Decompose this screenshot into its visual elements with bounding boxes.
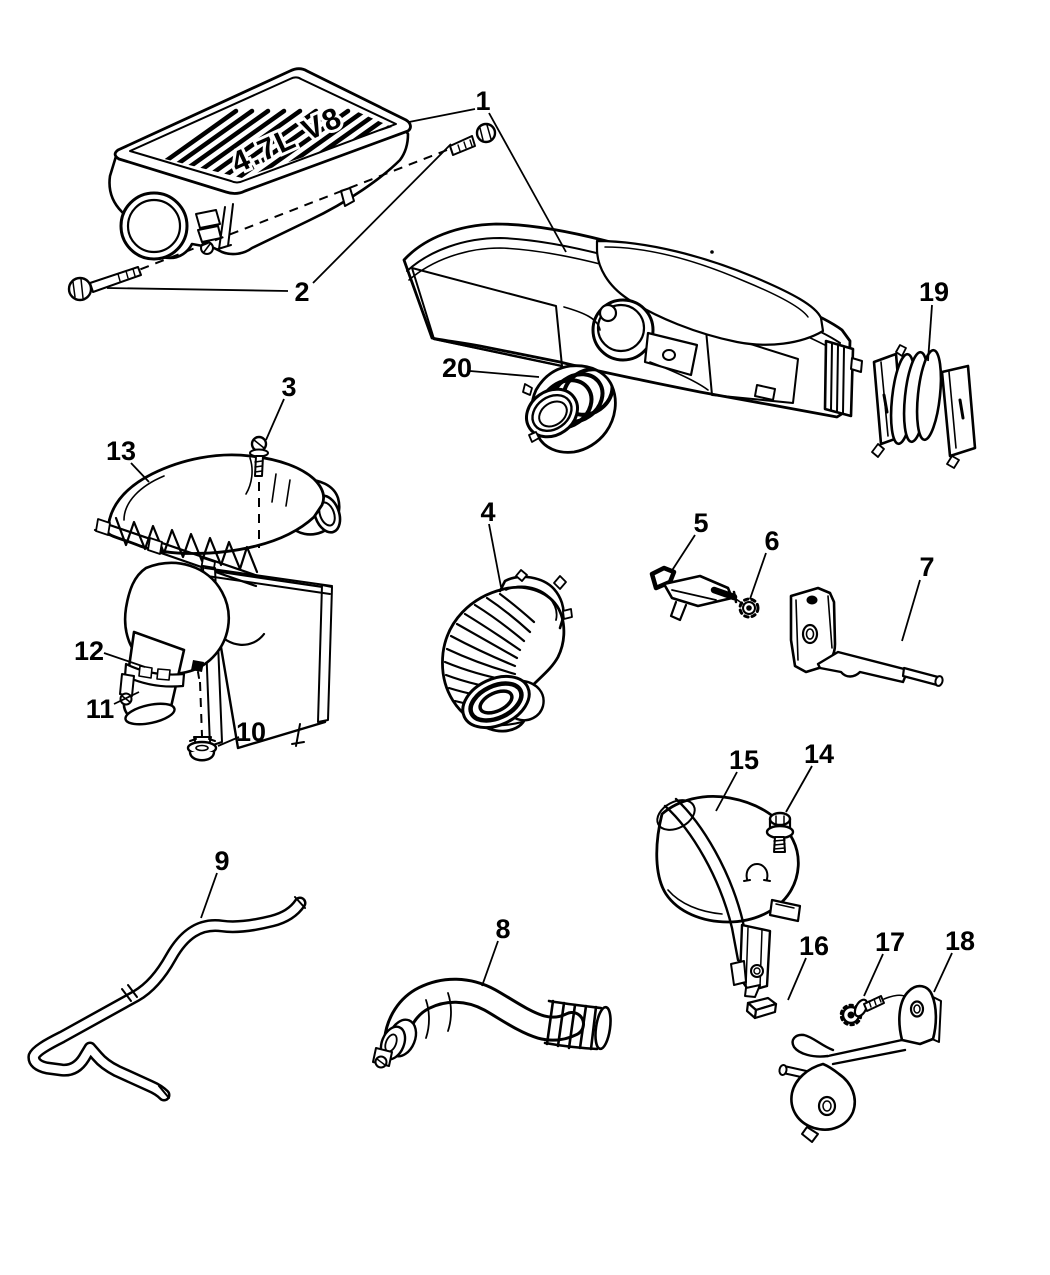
- support-bracket-drawing: [649, 565, 744, 622]
- leader-line-1: [488, 112, 567, 253]
- leader-line-18: [933, 952, 953, 993]
- stud-bracket-drawing: [789, 586, 944, 687]
- leader-line-6: [749, 552, 767, 600]
- leader-line-12: [103, 652, 146, 668]
- molded-hose-drawing: [372, 977, 612, 1069]
- leader-line-11: [113, 691, 140, 705]
- leader-line-2: [312, 143, 452, 284]
- vent-hose-drawing: [27, 896, 307, 1102]
- cover-bolts-drawing: [67, 122, 497, 302]
- callout-1: 1: [475, 86, 490, 116]
- nut-drawing: [738, 597, 760, 619]
- mounting-bracket-drawing: [778, 984, 942, 1143]
- callout-17: 17: [875, 927, 905, 957]
- leader-line-15: [715, 771, 738, 812]
- callout-15: 15: [729, 745, 759, 775]
- air-cleaner-box-drawing: [93, 435, 342, 762]
- leader-line-1: [408, 108, 476, 123]
- callout-9: 9: [214, 846, 229, 876]
- resonator-drawing: [655, 794, 802, 998]
- inlet-sleeve-drawing: [522, 364, 617, 454]
- leader-line-8: [481, 940, 499, 987]
- leader-line-17: [863, 953, 884, 997]
- leader-line-10: [217, 736, 240, 747]
- callout-20: 20: [442, 353, 472, 383]
- fastener-sensor-drawing: [839, 994, 908, 1027]
- callout-6: 6: [764, 526, 779, 556]
- callout-19: 19: [919, 277, 949, 307]
- callout-8: 8: [495, 914, 510, 944]
- callout-5: 5: [693, 508, 708, 538]
- leader-line-19: [927, 304, 933, 362]
- spacer-block-drawing: [745, 996, 778, 1020]
- callout-16: 16: [799, 931, 829, 961]
- callout-12: 12: [74, 636, 104, 666]
- air-cleaner-housing-drawing: [402, 222, 863, 419]
- leader-line-2: [106, 287, 289, 292]
- leader-line-16: [787, 957, 807, 1001]
- bellows-duct-drawing: [871, 344, 977, 469]
- callout-4: 4: [480, 497, 495, 527]
- leader-line-7: [901, 579, 921, 642]
- callout-7: 7: [919, 552, 934, 582]
- leader-line-5: [670, 534, 696, 573]
- leader-line-3: [265, 398, 285, 441]
- callout-10: 10: [236, 717, 266, 747]
- elbow-duct-drawing: [441, 569, 573, 733]
- leader-line-4: [488, 523, 502, 588]
- callout-18: 18: [945, 926, 975, 956]
- callout-13: 13: [106, 436, 136, 466]
- leader-line-20: [469, 370, 540, 378]
- callout-3: 3: [281, 372, 296, 402]
- leader-line-14: [785, 765, 813, 813]
- leader-line-13: [130, 462, 150, 483]
- leader-line-9: [200, 872, 218, 919]
- callout-11: 11: [86, 694, 115, 724]
- engine-cover-drawing: 4.7L V8: [108, 67, 412, 261]
- callout-2: 2: [294, 277, 309, 307]
- callout-14: 14: [804, 739, 834, 769]
